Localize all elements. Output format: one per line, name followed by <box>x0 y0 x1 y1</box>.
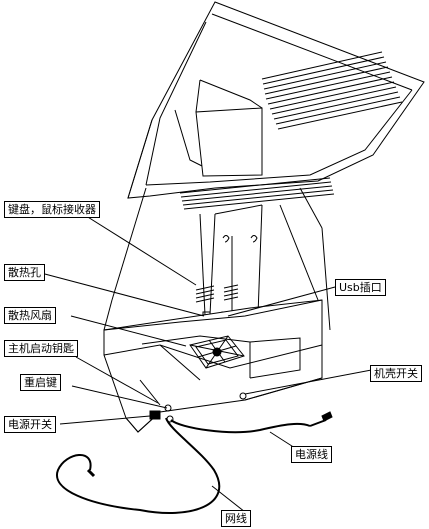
label-power-cord: 电源线 <box>291 446 332 463</box>
label-case-switch: 机壳开关 <box>370 365 422 382</box>
monitor-head <box>127 1 425 199</box>
label-usb-port: Usb插口 <box>335 279 386 296</box>
cooling-fan-graphic <box>189 335 245 369</box>
label-cooling-fan: 散热风扇 <box>4 307 56 324</box>
label-keyboard-mouse-receiver: 键盘，鼠标接收器 <box>4 201 100 218</box>
label-heat-holes: 散热孔 <box>4 264 45 281</box>
top-vent-slots <box>261 51 403 130</box>
label-reset-key: 重启键 <box>20 374 61 391</box>
label-network-cable: 网线 <box>221 510 251 527</box>
label-power-switch: 电源开关 <box>4 416 56 433</box>
lower-vent-slots <box>179 177 335 210</box>
label-host-start-key: 主机启动钥匙 <box>4 340 78 357</box>
power-cord-graphic <box>170 419 311 434</box>
leader-lines <box>40 213 383 513</box>
network-cable-graphic <box>55 417 221 514</box>
